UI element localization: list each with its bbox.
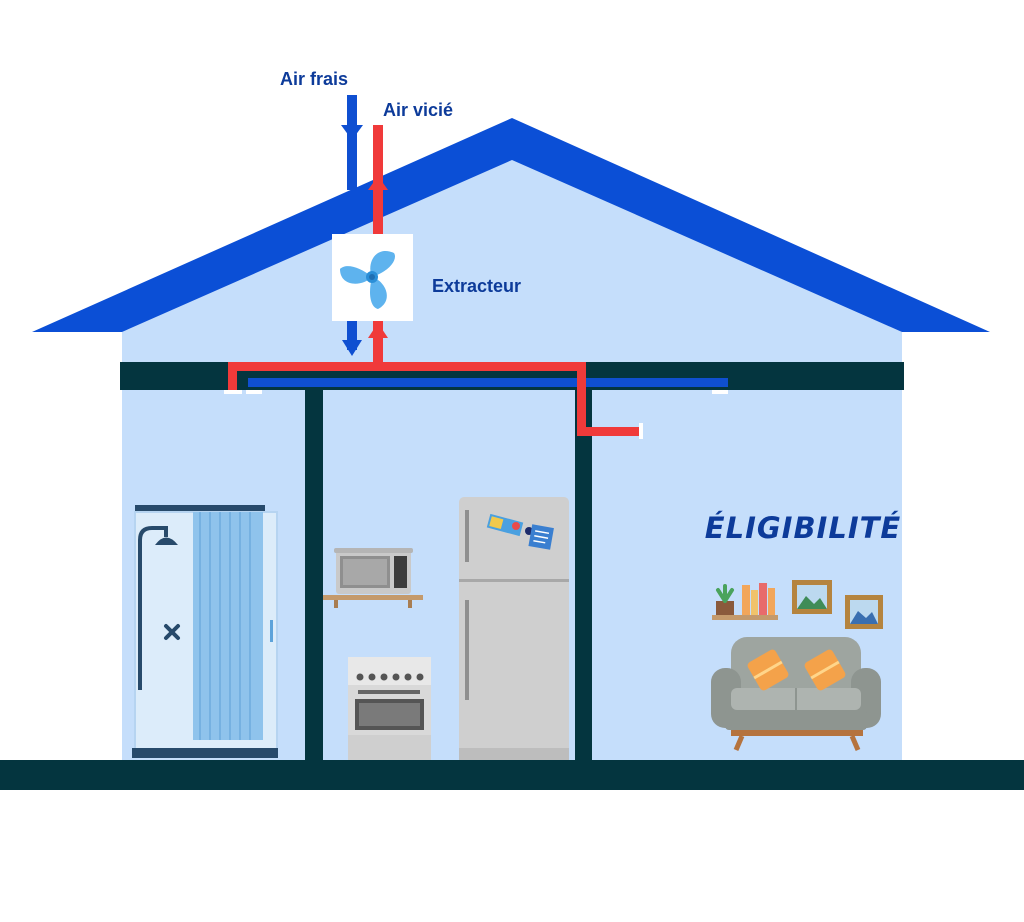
microwave-icon (323, 548, 423, 608)
label-extractor: Extracteur (432, 276, 521, 296)
label-fresh-air: Air frais (280, 69, 348, 89)
floor (0, 760, 1024, 790)
label-stale-air: Air vicié (383, 100, 453, 120)
sofa-icon (711, 637, 881, 751)
wall-divider-left (305, 390, 323, 762)
picture-frame (845, 595, 883, 629)
vent-diffuser (712, 390, 728, 394)
picture-frame (792, 580, 832, 614)
fridge-icon (459, 497, 569, 760)
stale-air-duct (228, 125, 641, 436)
vent-diffuser (224, 390, 242, 394)
vent-diffuser (246, 390, 262, 394)
shower-icon (132, 505, 278, 758)
roof (32, 118, 990, 332)
oven-icon (348, 657, 431, 760)
label-eligibility: ÉLIGIBILITÉ (705, 511, 901, 545)
vent-diffuser (639, 423, 643, 439)
fresh-air-duct (248, 95, 728, 387)
wall-divider-right (575, 390, 592, 762)
wall-shelf (712, 583, 778, 620)
fan-icon (332, 234, 413, 321)
